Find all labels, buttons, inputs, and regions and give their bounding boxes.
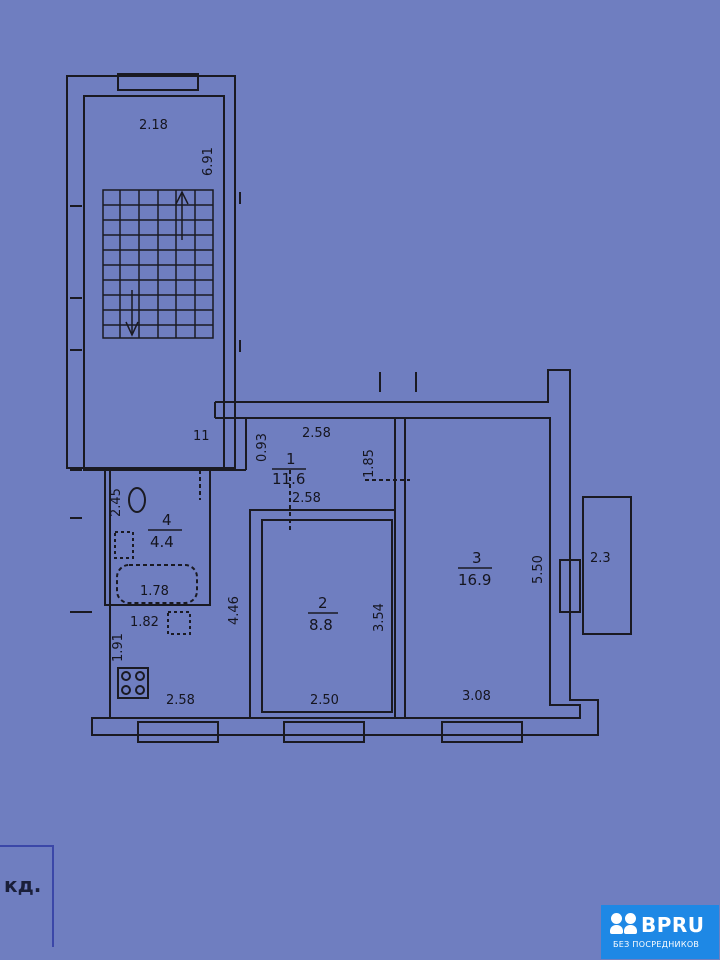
room2-width-label: 2.50 xyxy=(310,693,339,708)
room3-wall-label: 1.85 xyxy=(362,449,377,478)
people-icon xyxy=(610,913,639,935)
room-3-window xyxy=(441,721,523,743)
sink-small xyxy=(167,611,191,635)
hall-length-label: 2.58 xyxy=(302,426,331,441)
washbasin xyxy=(128,487,146,513)
kitchen-height-label: 4.46 xyxy=(227,596,242,625)
bathroom-walls xyxy=(104,469,211,606)
bpru-logo: BPRU БЕЗ ПОСРЕДНИКОВ xyxy=(601,905,719,959)
kitchen-window xyxy=(137,721,219,743)
room-1-area: 11.6 xyxy=(272,470,305,488)
room-2-window xyxy=(283,721,365,743)
toilet-width-label: 1.82 xyxy=(130,615,159,630)
hall-number-label: 11 xyxy=(193,429,210,444)
toilet xyxy=(114,531,134,559)
balcony xyxy=(582,496,632,635)
room-4-area: 4.4 xyxy=(150,533,174,551)
bathtub xyxy=(116,564,198,604)
stair-width-label: 2.18 xyxy=(139,118,168,133)
apartment-outer-wall xyxy=(91,369,599,736)
room-3-area: 16.9 xyxy=(458,571,491,589)
logo-tagline: БЕЗ ПОСРЕДНИКОВ xyxy=(613,940,700,949)
bath-width-label: 1.78 xyxy=(140,584,169,599)
room-4-number: 4 xyxy=(162,511,172,529)
room-3-number: 3 xyxy=(472,549,482,567)
room2-height-label: 3.54 xyxy=(372,603,387,632)
bath-height-label: 2.45 xyxy=(109,488,124,517)
corner-stamp: кд. xyxy=(0,845,54,947)
corner-note-text: кд. xyxy=(4,873,42,897)
hall-lower-label: 2.58 xyxy=(292,491,321,506)
stairwell-window xyxy=(117,73,199,91)
logo-name: BPRU xyxy=(641,913,705,937)
room-2-number: 2 xyxy=(318,594,328,612)
room3-height-label: 5.50 xyxy=(531,555,546,584)
staircase xyxy=(102,189,214,339)
balcony-label: 2.3 xyxy=(590,551,611,566)
kitchen-width-label: 2.58 xyxy=(166,693,195,708)
stair-length-label: 6.91 xyxy=(201,147,216,176)
apartment-inner-wall xyxy=(110,417,581,719)
room-2-area: 8.8 xyxy=(309,616,333,634)
room3-width-label: 3.08 xyxy=(462,689,491,704)
stairwell-outline xyxy=(66,75,236,469)
hall-width-label: 0.93 xyxy=(255,433,270,462)
room-1-number: 1 xyxy=(286,450,296,468)
stove xyxy=(117,667,149,699)
kitchen-side-label: 1.91 xyxy=(111,633,126,662)
